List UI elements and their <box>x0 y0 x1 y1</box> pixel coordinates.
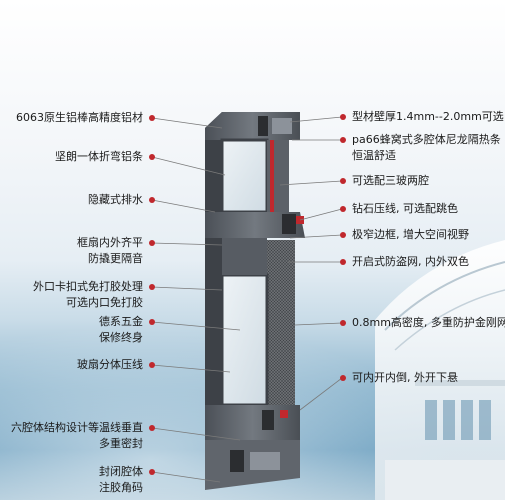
callout-dot <box>340 114 346 120</box>
callout-dot <box>149 197 155 203</box>
callout-line: 坚朗一体折弯铝条 <box>55 150 143 163</box>
callout-sealed-chamber: 封闭腔体 注胶角码 <box>99 464 143 496</box>
callout-dot <box>149 240 155 246</box>
callout-line: 玻扇分体压线 <box>77 358 143 371</box>
callout-dot <box>340 137 346 143</box>
callout-line: 封闭腔体 <box>99 465 143 478</box>
callout-dot <box>149 284 155 290</box>
callout-flush-frame: 框扇内外齐平 防撬更隔音 <box>77 235 143 267</box>
callout-line: 型材壁厚1.4mm--2.0mm可选 <box>352 110 504 123</box>
callout-line: 多重密封 <box>99 437 143 450</box>
callout-opening-modes: 可内开内倒, 外开下悬 <box>352 370 458 386</box>
callout-dot <box>149 425 155 431</box>
callout-line: 0.8mm高密度, 多重防护金刚网 <box>352 316 505 329</box>
callout-dot <box>340 232 346 238</box>
callout-german-hardware: 德系五金 保修终身 <box>99 314 143 346</box>
callout-line: 可选配三玻两腔 <box>352 174 429 187</box>
callout-line: 保修终身 <box>99 331 143 344</box>
callout-steel-mesh: 0.8mm高密度, 多重防护金刚网 <box>352 315 505 331</box>
callout-hidden-drainage: 隐藏式排水 <box>88 192 143 208</box>
callout-six-chamber: 六腔体结构设计等温线垂直 多重密封 <box>11 420 143 452</box>
callout-snap-fit-glue-free: 外口卡扣式免打胶处理 可选内口免打胶 <box>33 279 143 311</box>
callout-line: 开启式防盗网, 内外双色 <box>352 255 469 268</box>
security-mesh <box>265 240 295 420</box>
callout-line: 极窄边框, 增大空间视野 <box>352 228 469 241</box>
callout-bent-aluminum-strip: 坚朗一体折弯铝条 <box>55 149 143 165</box>
callout-dot <box>149 319 155 325</box>
callout-line: 防撬更隔音 <box>88 252 143 265</box>
callout-line: 德系五金 <box>99 315 143 328</box>
callout-diamond-bead: 钻石压线, 可选配跳色 <box>352 201 458 217</box>
callout-line: 可内开内倒, 外开下悬 <box>352 371 458 384</box>
bottom-sash-section <box>205 405 300 440</box>
callout-thermal-break: pa66蜂窝式多腔体尼龙隔热条 恒温舒适 <box>352 132 501 164</box>
callout-dot <box>340 320 346 326</box>
callout-aluminum-material: 6063原生铝棒高精度铝材 <box>16 110 143 126</box>
callout-dot <box>340 259 346 265</box>
callout-wall-thickness: 型材壁厚1.4mm--2.0mm可选 <box>352 109 504 125</box>
callout-line: 恒温舒适 <box>352 149 396 162</box>
callout-line: pa66蜂窝式多腔体尼龙隔热条 <box>352 133 501 146</box>
callout-line: 外口卡扣式免打胶处理 <box>33 280 143 293</box>
callout-dot <box>340 375 346 381</box>
callout-glass-bead: 玻扇分体压线 <box>77 357 143 373</box>
callout-line: 注胶角码 <box>99 481 143 494</box>
lower-glass-pane <box>220 273 269 407</box>
callout-line: 6063原生铝棒高精度铝材 <box>16 111 143 124</box>
callout-triple-glazing: 可选配三玻两腔 <box>352 173 429 189</box>
callout-line: 框扇内外齐平 <box>77 236 143 249</box>
callout-line: 钻石压线, 可选配跳色 <box>352 202 458 215</box>
callout-security-screen: 开启式防盗网, 内外双色 <box>352 254 469 270</box>
callout-narrow-frame: 极窄边框, 增大空间视野 <box>352 227 469 243</box>
upper-glass-pane <box>220 138 269 214</box>
background-building-illustration <box>375 240 505 500</box>
callout-dot <box>340 206 346 212</box>
callout-dot <box>340 178 346 184</box>
frame-left-face <box>205 112 222 490</box>
callout-dot <box>149 154 155 160</box>
callout-line: 隐藏式排水 <box>88 193 143 206</box>
callout-line: 六腔体结构设计等温线垂直 <box>11 421 143 434</box>
callout-dot <box>149 469 155 475</box>
middle-transom-section <box>205 212 305 238</box>
callout-dot <box>149 362 155 368</box>
callout-line: 可选内口免打胶 <box>66 296 143 309</box>
callout-dot <box>149 115 155 121</box>
